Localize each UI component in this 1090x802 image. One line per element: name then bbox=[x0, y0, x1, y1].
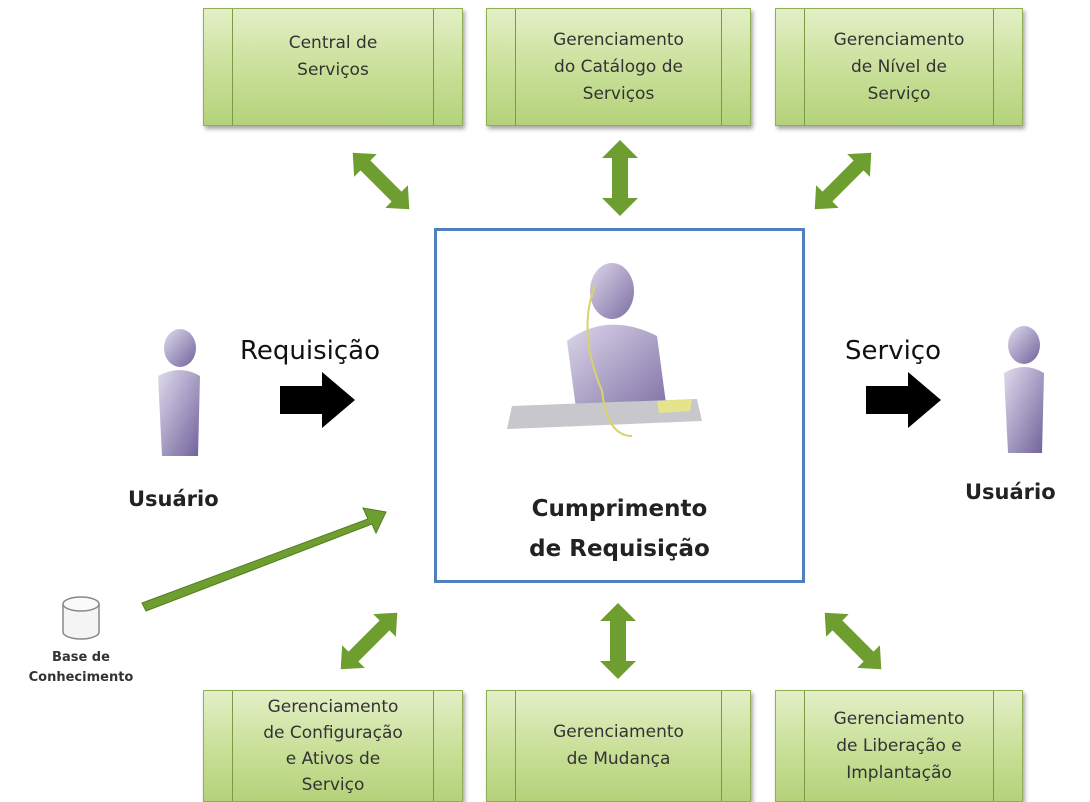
box-central-de-servicos: Central de Serviços bbox=[203, 8, 463, 126]
service-arrow-icon bbox=[866, 372, 941, 428]
box-nivel-de-servico: Gerenciamento de Nível de Serviço bbox=[775, 8, 1023, 126]
agent-person-icon bbox=[507, 263, 702, 437]
box-label: Gerenciamento de Nível de Serviço bbox=[833, 29, 965, 104]
double-arrow-icon bbox=[340, 612, 398, 670]
user-right-label: Usuário bbox=[965, 480, 1056, 504]
box-label: Gerenciamento do Catálogo de Serviços bbox=[553, 29, 684, 104]
service-label: Serviço bbox=[845, 336, 942, 366]
box-liberacao-implantacao: Gerenciamento de Liberação e Implantação bbox=[775, 690, 1023, 802]
box-configuracao-ativos: Gerenciamento de Configuração e Ativos d… bbox=[203, 690, 463, 802]
double-arrow-icon bbox=[824, 612, 882, 670]
double-arrow-icon bbox=[814, 152, 872, 210]
box-label: Gerenciamento de Configuração e Ativos d… bbox=[263, 697, 403, 795]
user-left-icon bbox=[158, 329, 200, 456]
knowledge-base-label: Base de Conhecimento bbox=[28, 650, 134, 685]
box-label: Central de Serviços bbox=[288, 33, 378, 80]
database-icon bbox=[62, 596, 100, 640]
double-arrow-icon bbox=[352, 152, 410, 210]
request-label: Requisição bbox=[240, 336, 381, 366]
center-box: Cumprimento de Requisição bbox=[434, 228, 805, 583]
request-arrow-icon bbox=[280, 372, 355, 428]
box-label: Gerenciamento de Liberação e Implantação bbox=[833, 708, 965, 783]
box-mudanca: Gerenciamento de Mudança bbox=[486, 690, 751, 802]
user-right-icon bbox=[1004, 326, 1044, 453]
box-catalogo-de-servicos: Gerenciamento do Catálogo de Serviços bbox=[486, 8, 751, 126]
user-left-label: Usuário bbox=[128, 487, 219, 511]
double-arrow-icon bbox=[602, 140, 638, 216]
double-arrow-icon bbox=[600, 603, 636, 679]
box-label: Gerenciamento de Mudança bbox=[553, 722, 684, 769]
center-title: Cumprimento de Requisição bbox=[529, 496, 710, 562]
knowledge-arrow-icon bbox=[141, 507, 387, 612]
